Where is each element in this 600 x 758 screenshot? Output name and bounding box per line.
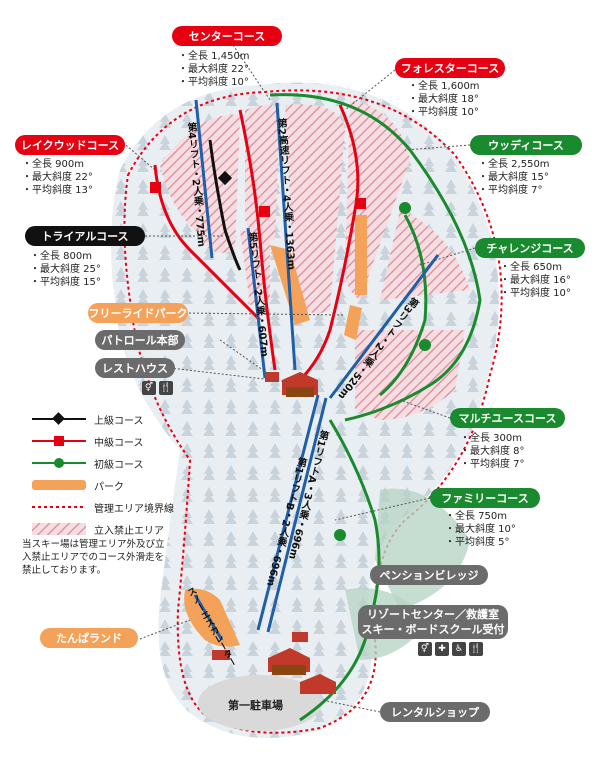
lift-5 [246,227,267,379]
resort-center-icons: ⚥ ✚ ♿ 🍴 [418,642,483,656]
park-area [344,305,362,340]
pension-village-label[interactable]: ペンションビレッジ [370,565,488,585]
course-center-label[interactable]: センターコース [172,26,282,46]
beginner-marker [419,339,431,351]
legend-boundary: 管理エリア境界線 [30,496,174,518]
tanpa-land-label[interactable]: たんぱランド [40,628,138,648]
resort-center-label[interactable]: リゾートセンター／救護室 スキー・ボードスクール受付 [358,605,508,639]
restroom-icon: ⚥ [418,642,432,656]
rental-shop-label[interactable]: レンタルショップ [380,702,490,722]
rest-house-icons: ⚥ 🍴 [142,381,173,395]
patrol-building [265,372,279,382]
patrol-hq-label[interactable]: パトロール本部 [95,330,185,350]
restricted-area [160,114,240,253]
course-center-stats: 全長 1,450m 最大斜度 22° 平均斜度 10° [178,50,250,89]
course-forester-label[interactable]: フォレスターコース [395,58,505,78]
beginner-legend-icon [32,458,86,468]
freeride-park-label[interactable]: フリーライドパーク [88,303,188,323]
course-lakewood-stats: 全長 900m 最大斜度 22° 平均斜度 13° [22,158,93,197]
course-lakewood-label[interactable]: レイクウッドコース [15,135,125,155]
rest-house-building [282,372,318,397]
course-forester [298,104,360,382]
wheelchair-icon: ♿ [452,642,466,656]
restaurant-icon: 🍴 [159,381,173,395]
course-multiuse-stats: 全長 300m 最大斜度 8° 平均斜度 7° [460,432,525,471]
beginner-marker [399,202,411,214]
intermediate-marker [150,182,161,193]
restroom-icon: ⚥ [142,381,156,395]
snow-escalator [193,594,224,641]
legend-beginner: 初級コース [30,452,174,474]
restricted-area [245,105,280,241]
lift-3 [328,254,440,399]
course-woody [269,93,482,422]
course-challenge-stats: 全長 650m 最大斜度 16° 平均斜度 10° [500,261,571,300]
restricted-area [240,230,270,305]
legend-restricted: 立入禁止エリア [30,518,174,540]
rest-house-label[interactable]: レストハウス [95,358,175,378]
resort-center-building [268,648,310,675]
intermediate-legend-icon [32,436,86,446]
restricted-area [380,210,470,300]
restricted-area [285,104,345,314]
course-trial [208,139,242,271]
course-woody-stats: 全長 2,550m 最大斜度 15° 平均斜度 7° [478,158,550,197]
course-family-stats: 全長 750m 最大斜度 10° 平均斜度 5° [445,510,516,549]
small-building [212,632,308,660]
course-forester-stats: 全長 1,600m 最大斜度 18° 平均斜度 10° [408,80,480,119]
intermediate-marker [259,206,270,217]
course-trial-stats: 全長 800m 最大斜度 25° 平均斜度 15° [30,250,101,289]
parking-lot [198,675,322,731]
legend-advanced: 上級コース [30,408,174,430]
boundary-legend-icon [32,506,86,508]
leader-lines [119,44,476,713]
rental-shop-building [300,674,336,694]
course-family-label[interactable]: ファミリーコース [430,488,540,508]
legend-intermediate: 中級コース [30,430,174,452]
park-area [355,215,367,295]
course-challenge-label[interactable]: チャレンジコース [475,238,585,258]
map-legend: 上級コース 中級コース 初級コース パーク 管理エリア境界線 立入禁止エリア [30,408,174,540]
restricted-area [355,330,465,420]
lift-4 [194,99,214,259]
course-trial-label[interactable]: トライアルコース [25,226,145,246]
park-area [184,588,240,647]
beginner-marker [334,529,346,541]
lift-2 [275,102,297,371]
intermediate-marker [355,198,366,209]
parking-label: 第一駐車場 [228,699,283,712]
restaurant-icon: 🍴 [469,642,483,656]
restriction-note: 当スキー場は管理エリア外及び立入禁止エリアでのコース外滑走を禁止しております。 [22,539,165,576]
course-multiuse-label[interactable]: マルチユースコース [450,408,565,428]
course-woody-label[interactable]: ウッディコース [470,135,582,155]
advanced-legend-icon [32,412,86,425]
lift-1b [256,394,320,631]
park-legend-icon [32,480,86,490]
restricted-legend-icon [32,523,86,535]
first-aid-icon: ✚ [435,642,449,656]
course-challenge [379,214,428,397]
lift-1a [266,397,328,633]
course-lakewood [153,164,262,322]
course-center [238,109,277,371]
advanced-marker [217,170,233,186]
legend-park: パーク [30,474,174,496]
